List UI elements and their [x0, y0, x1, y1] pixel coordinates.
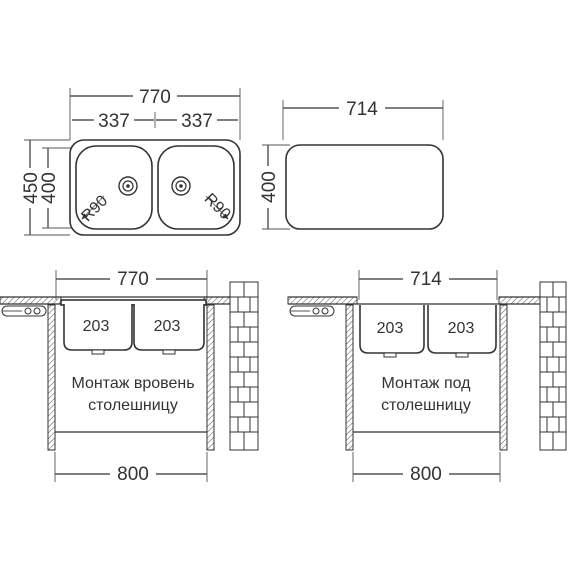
cabinet-wall-left [47, 304, 56, 451]
dim-cutout-width: 714 [346, 99, 378, 120]
bowl-right-outline [157, 145, 235, 230]
dim-double-total-width: 770 [139, 87, 171, 108]
dim-under-cabinet-width: 800 [410, 464, 442, 485]
flush-caption-line1: Монтаж вровень [71, 375, 194, 392]
cabinet-wall-right-under [499, 304, 508, 451]
faucet-icon [1, 305, 47, 317]
dim-bowl-left-width: 337 [98, 111, 130, 132]
dim-flush-bowl-depth-left: 203 [83, 318, 110, 335]
countertop-right [203, 296, 232, 305]
dim-flush-cabinet-width: 800 [117, 464, 149, 485]
countertop-right-under [498, 296, 544, 305]
under-caption-line1: Монтаж под [382, 375, 472, 392]
cutout-top-view: 714 400 [258, 96, 444, 230]
under-caption-line2: столешницу [381, 397, 471, 414]
brick-wall [229, 281, 259, 451]
section-flush-mount: 770 203 203 [0, 266, 259, 485]
double-sink-top-view: 770 337 337 450 400 [20, 84, 241, 236]
countertop-left-under [287, 296, 358, 305]
drain-left-icon [118, 176, 138, 196]
section-undermount: 714 203 203 [287, 266, 567, 485]
bowl-left-outline [75, 145, 153, 230]
dim-flush-sink-width: 770 [117, 269, 149, 290]
cabinet-wall-right [206, 304, 215, 451]
dim-bowl-right-width: 337 [181, 111, 213, 132]
dim-bowl-height: 400 [39, 172, 60, 204]
dim-under-sink-width: 714 [410, 269, 442, 290]
dim-double-total-height: 450 [21, 172, 42, 204]
countertop-left [0, 296, 62, 305]
cutout-outline [285, 144, 444, 230]
dim-under-bowl-depth-left: 203 [377, 320, 404, 337]
dim-flush-bowl-depth-right: 203 [154, 318, 181, 335]
dim-cutout-height: 400 [259, 171, 280, 203]
flush-caption-line2: столешницу [88, 397, 178, 414]
faucet-icon-under [289, 305, 335, 317]
drain-right-icon [171, 176, 191, 196]
cabinet-wall-left-under [345, 304, 354, 451]
brick-wall-under [539, 281, 567, 451]
dim-under-bowl-depth-right: 203 [448, 320, 475, 337]
